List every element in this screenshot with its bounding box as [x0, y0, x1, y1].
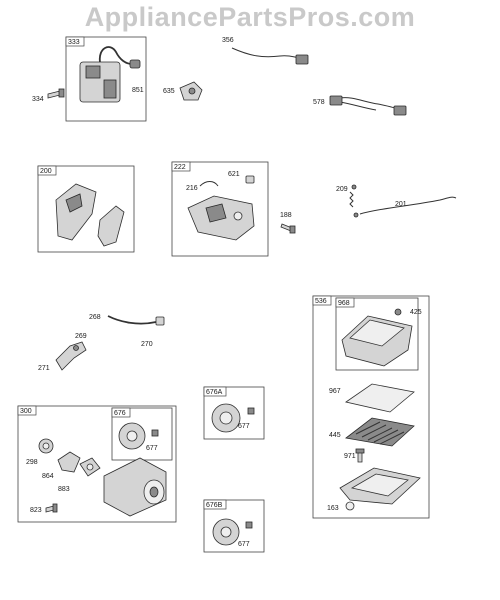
- tag-676A: 676A: [206, 389, 223, 396]
- heat-shield-676A[interactable]: [211, 403, 241, 433]
- heat-shield-676[interactable]: [118, 422, 146, 450]
- spring-209[interactable]: [349, 184, 357, 208]
- group-200: 200: [37, 165, 135, 253]
- screw-677-b[interactable]: [151, 429, 159, 437]
- frame-676B: [203, 499, 265, 553]
- label-677-c: 677: [238, 541, 250, 548]
- frame-333: [65, 36, 147, 122]
- label-188: 188: [280, 212, 292, 219]
- frame-200: [37, 165, 135, 253]
- wire-356[interactable]: [231, 47, 309, 65]
- group-222: 222 216 621: [171, 161, 269, 257]
- tag-676: 676: [114, 410, 126, 417]
- heat-shield-676B[interactable]: [212, 518, 240, 546]
- frame-300: [17, 405, 177, 523]
- screw-677-c[interactable]: [245, 521, 253, 529]
- label-269: 269: [75, 333, 87, 340]
- harness-578[interactable]: [329, 95, 407, 116]
- air-baffle-part[interactable]: [55, 183, 125, 247]
- lever-271[interactable]: [55, 341, 87, 371]
- label-356: 356: [222, 37, 234, 44]
- screw-971[interactable]: [355, 448, 365, 463]
- part-635[interactable]: [179, 81, 203, 101]
- link-201[interactable]: [353, 196, 457, 218]
- control-bracket-part[interactable]: [187, 181, 255, 241]
- tag-200: 200: [40, 168, 52, 175]
- tag-676B: 676B: [206, 502, 223, 509]
- label-578: 578: [313, 99, 325, 106]
- air-cleaner-cover[interactable]: [341, 315, 413, 367]
- tag-536: 536: [315, 298, 327, 305]
- label-271: 271: [38, 365, 50, 372]
- label-163: 163: [327, 505, 339, 512]
- tag-300: 300: [20, 408, 32, 415]
- label-883: 883: [58, 486, 70, 493]
- label-270: 270: [141, 341, 153, 348]
- cable-270[interactable]: [107, 315, 165, 326]
- tag-333: 333: [68, 39, 80, 46]
- label-621: 621: [228, 171, 240, 178]
- label-216: 216: [186, 185, 198, 192]
- group-676B: 676B 677: [203, 499, 265, 553]
- screw-425[interactable]: [394, 308, 402, 316]
- label-971: 971: [344, 453, 356, 460]
- gasket-298[interactable]: [38, 438, 54, 454]
- screw-823[interactable]: [45, 503, 58, 513]
- tag-222: 222: [174, 164, 186, 171]
- label-864: 864: [42, 473, 54, 480]
- site-watermark: AppliancePartsPros.com: [84, 2, 416, 32]
- label-677-b: 677: [146, 445, 158, 452]
- label-677-a: 677: [238, 423, 250, 430]
- group-300: 300 676 677 298 864 883: [17, 405, 177, 523]
- label-967: 967: [329, 388, 341, 395]
- muffler-body[interactable]: [103, 457, 167, 517]
- frame-536: [312, 295, 430, 519]
- label-298: 298: [26, 459, 38, 466]
- frame-676A: [203, 386, 265, 440]
- tag-968: 968: [338, 300, 350, 307]
- screw-188[interactable]: [280, 223, 296, 234]
- label-635: 635: [163, 88, 175, 95]
- base-163[interactable]: [339, 467, 421, 511]
- label-334: 334: [32, 96, 44, 103]
- frame-222: [171, 161, 269, 257]
- label-445: 445: [329, 432, 341, 439]
- screw-334[interactable]: [47, 88, 65, 99]
- group-333: 333 851: [65, 36, 147, 122]
- label-823: 823: [30, 507, 42, 514]
- pipe-864[interactable]: [57, 451, 81, 473]
- ignition-coil-part[interactable]: [79, 46, 141, 103]
- label-268: 268: [89, 314, 101, 321]
- pre-cleaner-967[interactable]: [345, 383, 415, 413]
- group-536: 536 968 425 967 445 971: [312, 295, 430, 519]
- label-425: 425: [410, 309, 422, 316]
- gasket-883[interactable]: [79, 457, 101, 477]
- label-851: 851: [132, 87, 144, 94]
- screw-677-a[interactable]: [247, 407, 255, 415]
- group-676A: 676A 677: [203, 386, 265, 440]
- label-201: 201: [395, 201, 407, 208]
- filter-445[interactable]: [345, 417, 415, 447]
- frame-968: [335, 297, 419, 371]
- label-209: 209: [336, 186, 348, 193]
- part-621[interactable]: [245, 175, 255, 184]
